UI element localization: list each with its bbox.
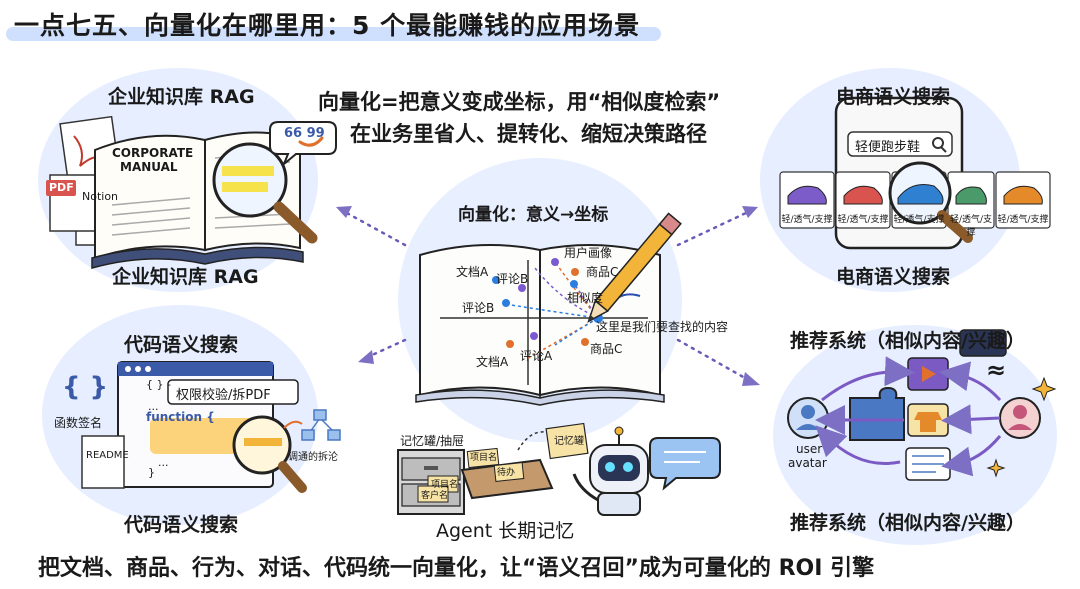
center-headline-2: 在业务里省人、提转化、缩短决策路径 — [350, 122, 707, 146]
func-signature-label: 函数签名 — [54, 416, 103, 430]
product-card-4-caption: 轻/透气/支撑 — [949, 215, 993, 238]
ecommerce-label-bottom: 电商语义搜索 — [836, 266, 951, 288]
function-keyword: function { — [146, 410, 215, 424]
point-review-a: 评论A — [520, 349, 553, 363]
title-highlight — [6, 27, 661, 41]
approx-icon: ≈ — [986, 356, 1007, 384]
product-card-5-caption: 轻/透气/支撑 — [997, 215, 1049, 225]
drawer-tag-3: 项目名 — [431, 480, 459, 490]
manual-title-line1: CORPORATE — [112, 146, 194, 160]
bottom-summary: 把文档、商品、行为、对话、代码统一向量化，让“语义召回”成为可量化的 ROI 引… — [38, 556, 875, 581]
rag-label-top: 企业知识库 RAG — [108, 86, 255, 108]
ecommerce-search-input[interactable]: 轻便跑步鞋 — [855, 140, 921, 155]
recommend-illustration — [787, 329, 1057, 481]
braces-icon: { } — [62, 372, 109, 402]
code-line-close: } — [148, 466, 155, 479]
book-title: 向量化：意义→坐标 — [458, 205, 609, 225]
point-doc-a-top: 文档A — [456, 265, 489, 279]
drawer-tag-2: 待办 — [497, 468, 516, 478]
arrowhead-code — [358, 350, 374, 364]
code-line-dots-1: ... — [148, 400, 159, 413]
agent-label: Agent 长期记忆 — [436, 520, 575, 542]
page-title: 一点七五、向量化在哪里用：5 个最能赚钱的应用场景 — [14, 11, 641, 40]
ecommerce-label-top: 电商语义搜索 — [836, 86, 951, 108]
code-line-dots-2: ... — [158, 456, 169, 469]
code-label-top: 代码语义搜索 — [124, 334, 239, 356]
rag-label-bottom: 企业知识库 RAG — [112, 266, 259, 288]
agent-illustration — [397, 422, 721, 516]
point-product-c-top: 商品C — [586, 265, 619, 279]
avatar-left-label: avatar — [788, 456, 827, 470]
call-graph-label: 调通的拆沦 — [288, 452, 338, 463]
memory-note: 记忆罐 — [554, 436, 584, 447]
rag-illustration: N — [46, 115, 337, 269]
product-card-3-caption: 轻/透气/支撑 — [893, 215, 945, 225]
notion-label: Notion — [82, 190, 119, 203]
manual-title-line2: MANUAL — [120, 160, 178, 174]
point-user-profile: 用户画像 — [564, 246, 613, 260]
point-similarity: 相似度 — [567, 291, 604, 305]
code-illustration — [81, 361, 341, 493]
point-doc-a-bottom: 文档A — [476, 355, 509, 369]
pdf-badge: PDF — [49, 181, 74, 194]
drawer-tag-1: 项目名 — [470, 453, 498, 463]
connector-recommend — [676, 338, 747, 380]
drawer-tag-4: 客户名 — [421, 491, 449, 501]
readme-label: README — [86, 450, 129, 461]
user-left-label: user — [796, 442, 823, 456]
center-book — [415, 212, 682, 406]
arrowhead-recommend — [742, 372, 760, 386]
connector-code — [368, 338, 407, 358]
query-label: 这里是我们要查找的内容 — [596, 320, 729, 334]
product-card-2-caption: 轻/透气/支撑 — [837, 215, 889, 225]
recommend-label-bottom: 推荐系统（相似内容/兴趣） — [790, 512, 1025, 534]
code-highlight-tag: 权限校验/拆PDF — [176, 388, 271, 403]
ecommerce-illustration — [779, 96, 1051, 250]
connector-ecommerce — [676, 210, 750, 247]
product-card-1-caption: 轻/透气/支撑 — [781, 215, 833, 225]
cabinet-label: 记忆罐/抽屉 — [400, 434, 465, 448]
point-product-c-bottom: 商品C — [590, 342, 623, 356]
connector-rag — [343, 210, 407, 247]
code-label-bottom: 代码语义搜索 — [124, 514, 239, 536]
quote-icon: 66 99 — [284, 126, 325, 141]
code-line-bracket: { } - — [146, 378, 171, 391]
arrowhead-ecommerce — [742, 206, 758, 218]
point-review-b-left: 评论B — [462, 301, 495, 315]
recommend-label-top: 推荐系统（相似内容/兴趣） — [790, 330, 1025, 352]
point-review-b-top: 评论B — [496, 272, 529, 286]
arrowhead-rag — [336, 206, 352, 218]
center-headline-1: 向量化=把意义变成坐标，用“相似度检索” — [318, 90, 721, 114]
